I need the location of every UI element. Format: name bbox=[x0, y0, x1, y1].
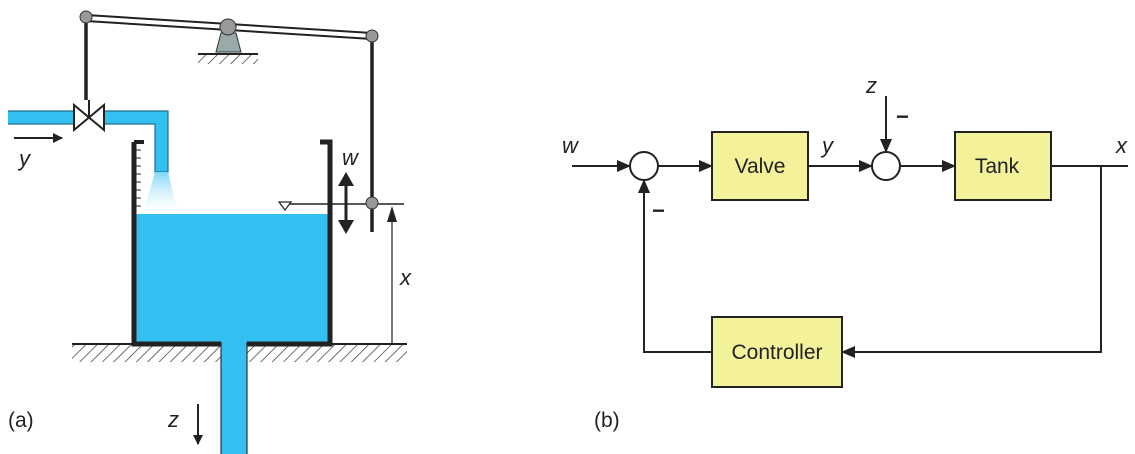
controller-output-line bbox=[638, 179, 712, 353]
controller-block bbox=[711, 316, 843, 388]
feedback-line bbox=[841, 166, 1102, 358]
joint-float bbox=[365, 196, 379, 210]
water-level-marker-icon bbox=[277, 201, 293, 211]
pivot-support bbox=[198, 32, 258, 64]
label-w: w bbox=[342, 145, 360, 170]
signal-y-label: y bbox=[820, 133, 835, 158]
joint-left bbox=[79, 10, 93, 24]
label-x: x bbox=[399, 265, 412, 290]
summing-junction-1 bbox=[629, 151, 659, 181]
joint-right bbox=[365, 29, 379, 43]
summing-junction-2 bbox=[871, 151, 901, 181]
water-spray bbox=[143, 172, 178, 214]
label-z: z bbox=[167, 407, 179, 432]
signal-z-label: z bbox=[865, 73, 877, 98]
valve-block-label: Valve bbox=[735, 155, 786, 178]
disturbance-minus-sign: − bbox=[896, 104, 909, 129]
tank bbox=[131, 139, 333, 454]
feedback-minus-sign: − bbox=[652, 198, 665, 223]
joint-pivot bbox=[219, 18, 237, 36]
controller-block-label: Controller bbox=[731, 341, 822, 364]
valve-symbol bbox=[73, 100, 105, 133]
x-dimension bbox=[387, 206, 397, 344]
signal-w-label: w bbox=[562, 133, 580, 158]
caption-a: (a) bbox=[8, 409, 34, 432]
panel-b-block-diagram: Valve Tank Controller w y z x − − (b) bbox=[562, 73, 1128, 432]
w-arrow bbox=[338, 172, 354, 234]
tank-block bbox=[954, 131, 1052, 201]
tank-block-label: Tank bbox=[975, 155, 1020, 178]
caption-b: (b) bbox=[594, 409, 620, 432]
signal-x-label: x bbox=[1115, 133, 1128, 158]
label-y: y bbox=[17, 146, 32, 171]
panel-a-tank-system: y w x z (a) bbox=[8, 10, 412, 454]
